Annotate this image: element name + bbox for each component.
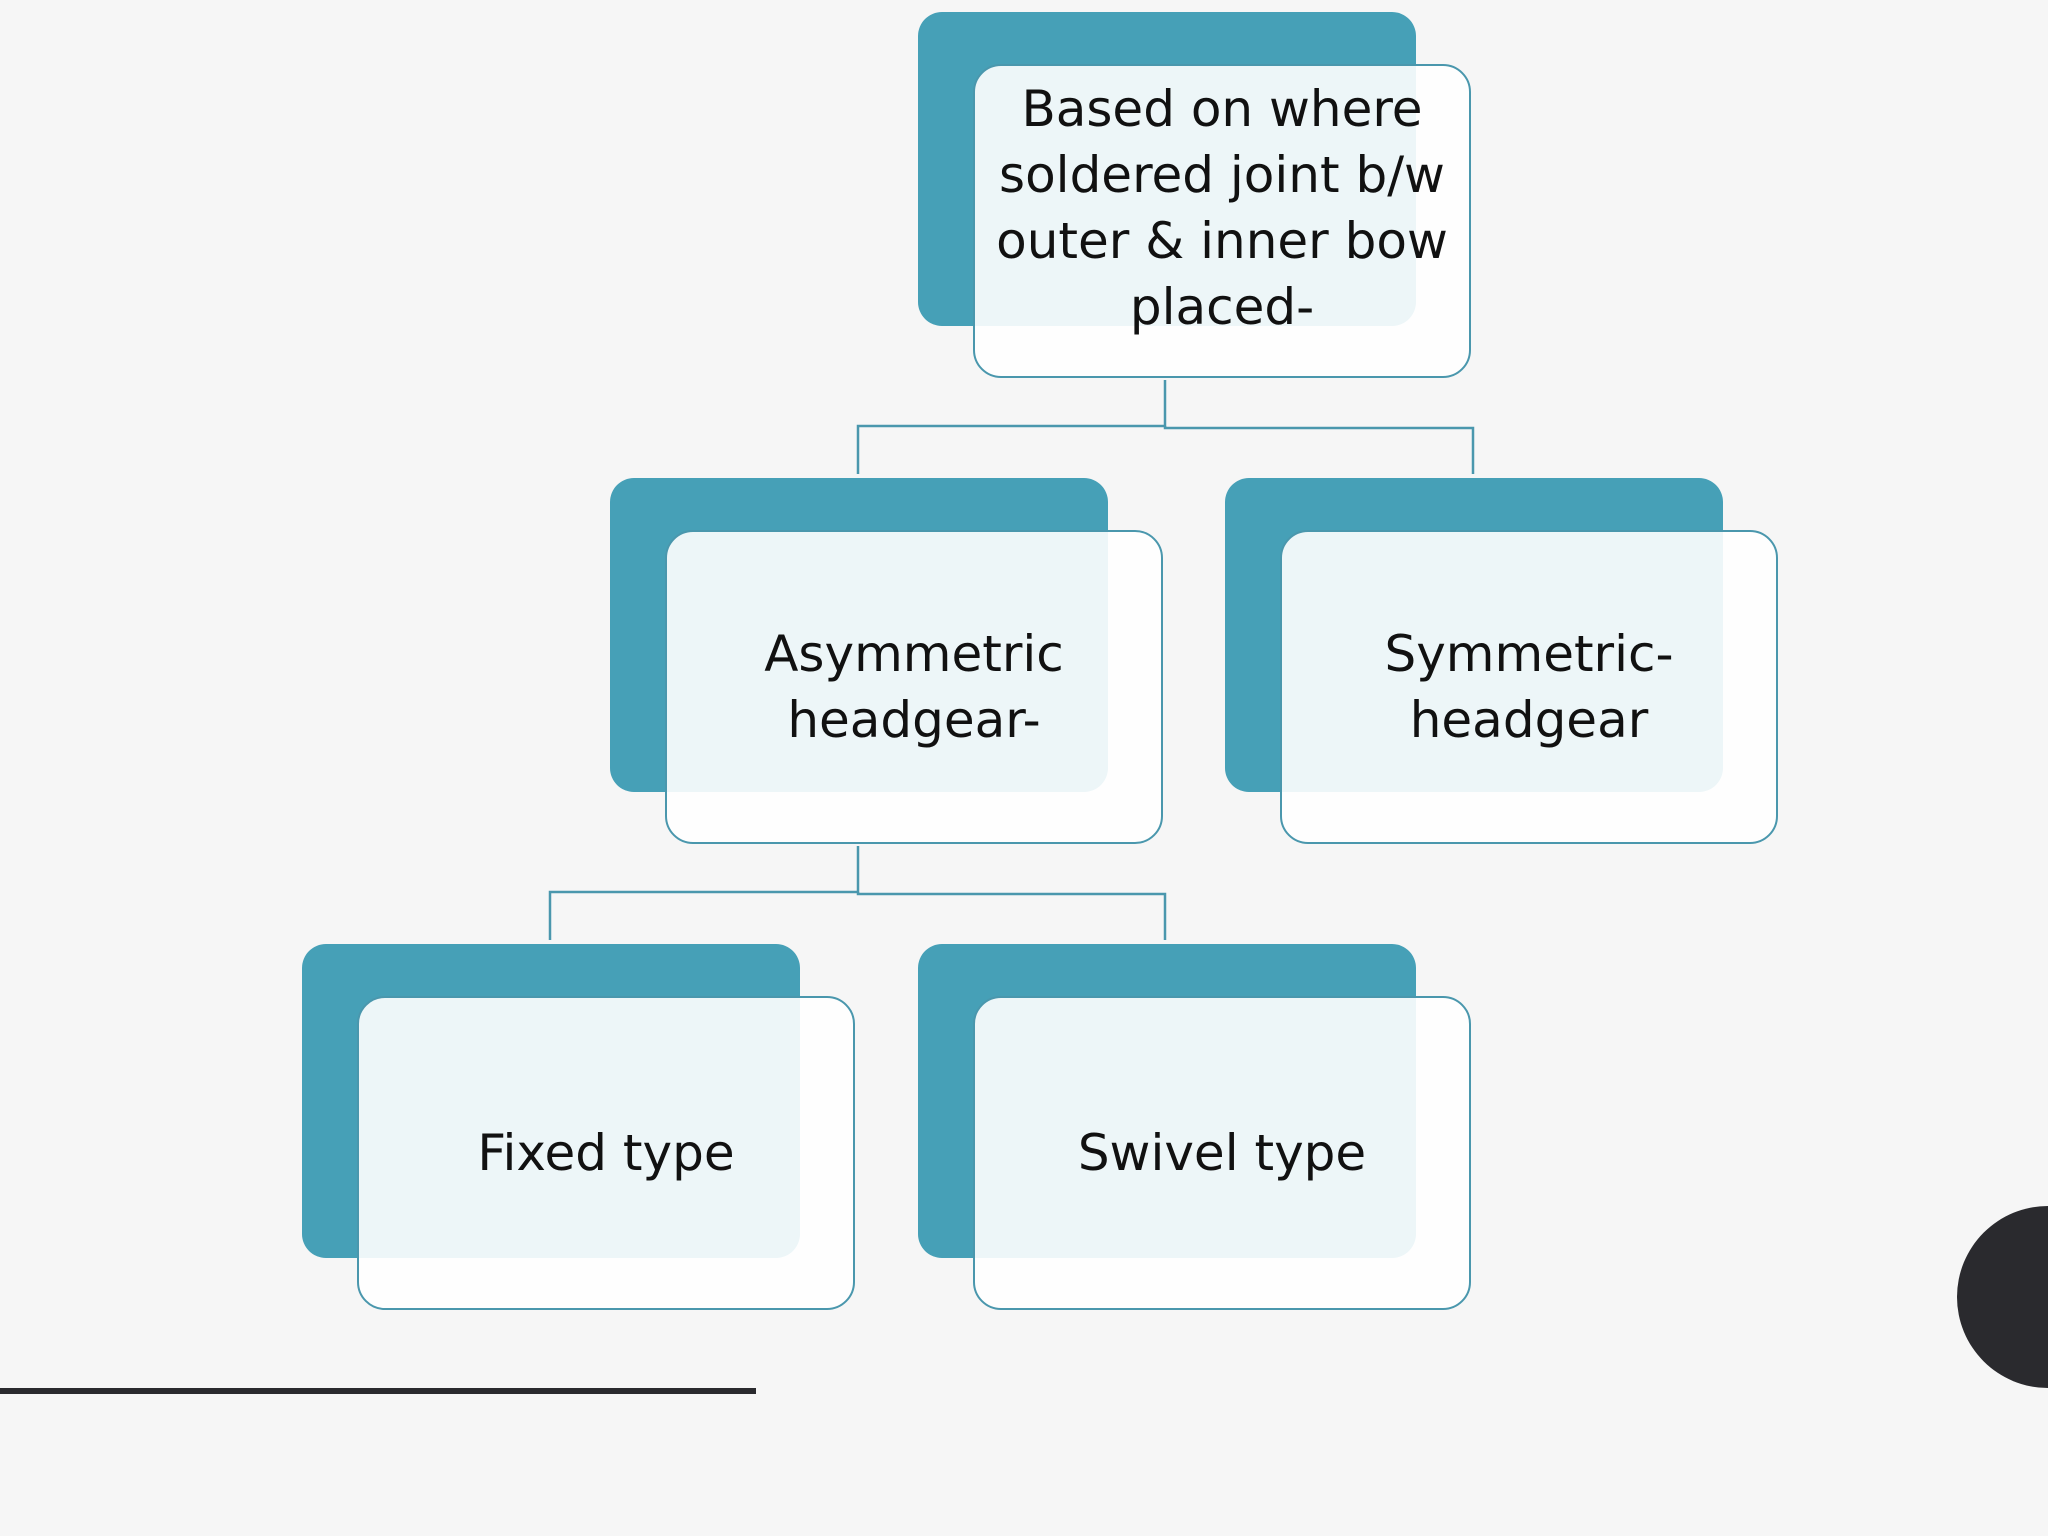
node-asymmetric-front-card (665, 530, 1163, 844)
decorative-underline (0, 1388, 756, 1394)
node-fixed-type: Fixed type (302, 944, 857, 1314)
node-asymmetric-label: Asymmetric headgear- (764, 625, 1064, 749)
connector-asymmetric-to-fixed (548, 846, 860, 940)
node-root-front-card (973, 64, 1471, 378)
connector-root-to-asymmetric (856, 380, 1167, 474)
node-asymmetric-headgear: Asymmetric headgear- (610, 478, 1165, 848)
node-symmetric-front-card (1280, 530, 1778, 844)
node-symmetric-label: Symmetric- headgear (1384, 625, 1674, 749)
node-symmetric-headgear: Symmetric- headgear (1225, 478, 1780, 848)
node-root-label: Based on where soldered joint b/w outer … (996, 80, 1448, 336)
node-fixed-front-card (357, 996, 855, 1310)
node-root: Based on where soldered joint b/w outer … (918, 12, 1473, 382)
connector-root-to-symmetric (1163, 426, 1475, 474)
node-swivel-label: Swivel type (1077, 1124, 1367, 1182)
node-swivel-front-card (973, 996, 1471, 1310)
node-swivel-type: Swivel type (918, 944, 1473, 1314)
node-fixed-label: Fixed type (477, 1124, 735, 1182)
connector-asymmetric-to-swivel (856, 892, 1167, 940)
